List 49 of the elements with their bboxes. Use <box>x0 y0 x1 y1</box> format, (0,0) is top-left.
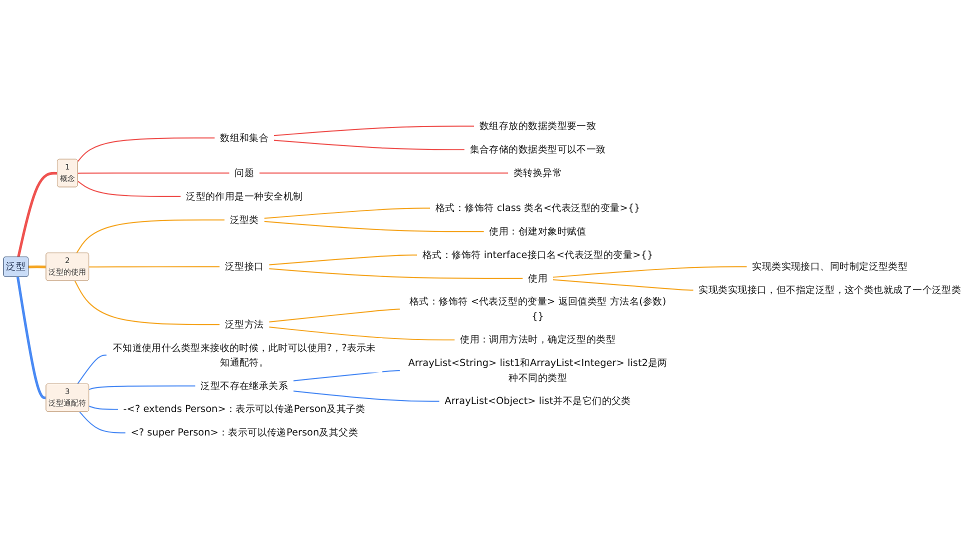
connector <box>264 220 484 232</box>
node-text: 类转换异常 <box>514 168 562 179</box>
connector <box>17 172 58 258</box>
node-text: 实现类实现接口、同时制定泛型类型 <box>752 261 908 272</box>
node-text: 问题 <box>234 168 254 179</box>
connector <box>293 370 400 382</box>
connector <box>293 390 440 402</box>
connector <box>274 126 474 136</box>
connector <box>88 406 118 410</box>
connector <box>77 137 215 162</box>
node-text: 使用：创建对象时赋值 <box>489 226 586 238</box>
node-text: 数组存放的数据类型要一致 <box>479 120 596 132</box>
node-text: 泛型的作用是一种安全机制 <box>186 190 303 202</box>
node-text: 使用：调用方法时，确定泛型的类型 <box>460 334 616 346</box>
node-text: ArrayList<Object> list并不是它们的父类 <box>444 396 631 407</box>
node-text: 使用 <box>528 272 548 284</box>
node-text: 泛型接口 <box>224 261 264 272</box>
node-text: -<? extends Person>：表示可以传递Person及其子类 <box>123 404 366 415</box>
connector <box>269 268 523 279</box>
node-text: 数组和集合 <box>220 132 269 144</box>
connector <box>264 208 430 219</box>
connector <box>78 172 230 174</box>
connector <box>552 266 747 278</box>
node-text: 格式：修饰符 <代表泛型的变量> 返回值类型 方法名(参数){} <box>409 296 666 322</box>
connector <box>28 266 46 268</box>
connector <box>79 411 126 434</box>
connector <box>16 276 46 400</box>
node-text: 泛型不存在继承关系 <box>200 380 288 392</box>
node-text: 不知道使用什么类型来接收的时候，此时可以使用?，?表示未知通配符。 <box>112 342 376 368</box>
connector <box>77 180 181 198</box>
connector <box>76 219 224 254</box>
node-text: 实现类实现接口，但不指定泛型，这个类也就成了一个泛型类 <box>698 284 962 296</box>
node-text: 格式：修饰符 class 类名<代表泛型的变量>{} <box>435 202 640 214</box>
connector <box>269 308 400 322</box>
node-text: <? super Person>：表示可以传递Person及其父类 <box>130 427 358 438</box>
node-text: 格式：修饰符 interface接口名<代表泛型的变量>{} <box>422 250 654 261</box>
node-text: 泛型方法 <box>224 318 264 330</box>
connector <box>77 354 106 384</box>
node-text: ArrayList<String> list1和ArrayList<Integer> list2是两种不同的类型 <box>408 358 668 384</box>
connector <box>269 254 418 266</box>
connector <box>259 172 508 174</box>
node-text: 泛型类 <box>230 214 259 226</box>
connector <box>88 385 196 390</box>
connector <box>89 266 220 268</box>
connector <box>274 140 464 150</box>
connector <box>74 280 220 326</box>
connector <box>269 326 455 340</box>
node-text: 集合存储的数据类型可以不一致 <box>470 144 606 156</box>
connector <box>552 279 694 291</box>
